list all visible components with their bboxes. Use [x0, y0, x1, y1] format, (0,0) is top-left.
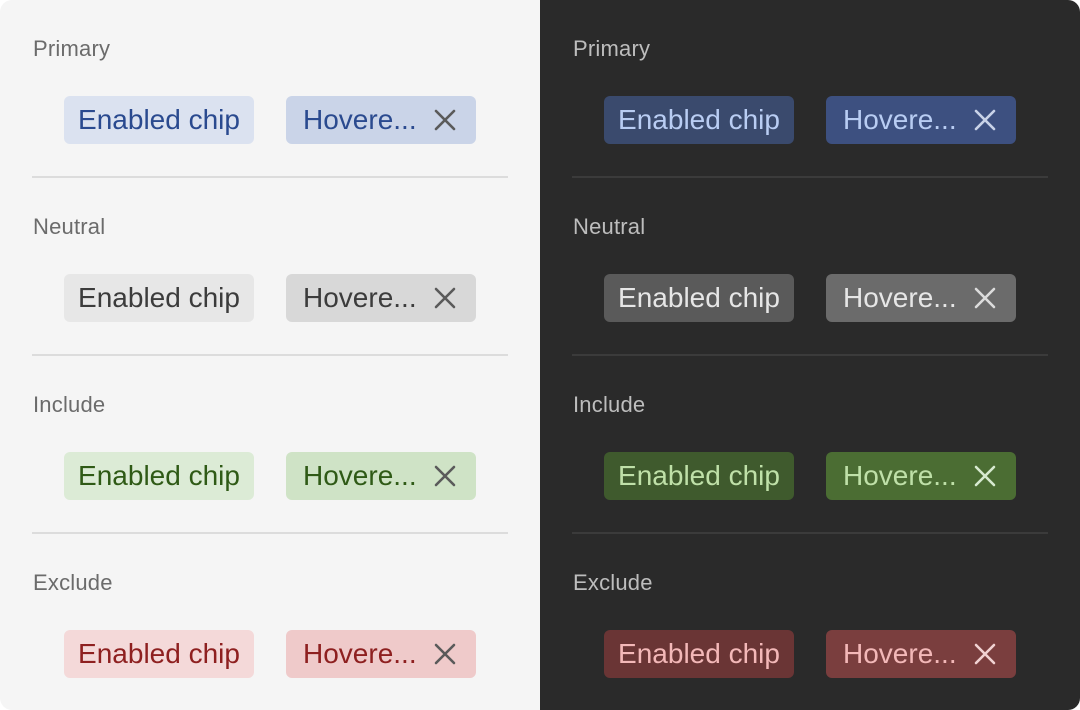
section-divider [32, 532, 508, 534]
chip-label: Enabled chip [78, 104, 240, 135]
section-title: Exclude [33, 570, 113, 595]
primary-hovered-chip[interactable]: Hovere... [826, 96, 1016, 144]
section-exclude: Exclude Enabled chip Hovere... [32, 534, 508, 710]
exclude-hovered-chip[interactable]: Hovere... [826, 630, 1016, 678]
section-title: Include [573, 392, 646, 417]
exclude-enabled-chip[interactable]: Enabled chip [64, 630, 254, 678]
chip-label: Hovere... [843, 460, 957, 491]
include-hovered-chip[interactable]: Hovere... [826, 452, 1016, 500]
section-include: Include Enabled chip Hovere... [32, 356, 508, 534]
close-icon[interactable] [434, 109, 456, 131]
chip-label: Hovere... [303, 104, 417, 135]
include-enabled-chip[interactable]: Enabled chip [604, 452, 794, 500]
neutral-enabled-chip[interactable]: Enabled chip [604, 274, 794, 322]
chip-label: Hovere... [843, 282, 957, 313]
section-title: Neutral [33, 214, 106, 239]
chip-label: Enabled chip [618, 104, 780, 135]
chip-label: Hovere... [843, 638, 957, 669]
close-icon[interactable] [434, 287, 456, 309]
chip-label: Hovere... [303, 282, 417, 313]
exclude-hovered-chip[interactable]: Hovere... [286, 630, 476, 678]
close-icon[interactable] [974, 643, 996, 665]
include-hovered-chip[interactable]: Hovere... [286, 452, 476, 500]
chip-label: Enabled chip [618, 282, 780, 313]
chip-label: Enabled chip [618, 638, 780, 669]
section-title: Neutral [573, 214, 646, 239]
light-theme-panel: Primary Enabled chip Hovere... Neutral E… [32, 0, 508, 710]
section-divider [32, 176, 508, 178]
neutral-hovered-chip[interactable]: Hovere... [826, 274, 1016, 322]
include-enabled-chip[interactable]: Enabled chip [64, 452, 254, 500]
section-neutral: Neutral Enabled chip Hovere... [572, 178, 1048, 356]
close-icon[interactable] [974, 465, 996, 487]
chip-label: Hovere... [303, 460, 417, 491]
neutral-enabled-chip[interactable]: Enabled chip [64, 274, 254, 322]
section-exclude: Exclude Enabled chip Hovere... [572, 534, 1048, 710]
primary-enabled-chip[interactable]: Enabled chip [64, 96, 254, 144]
close-icon[interactable] [434, 465, 456, 487]
primary-enabled-chip[interactable]: Enabled chip [604, 96, 794, 144]
section-title: Primary [573, 36, 651, 61]
chip-label: Enabled chip [78, 282, 240, 313]
dark-theme-panel: Primary Enabled chip Hovere... Neutral E… [540, 0, 1080, 710]
section-divider [572, 532, 1048, 534]
section-primary: Primary Enabled chip Hovere... [32, 0, 508, 178]
section-primary: Primary Enabled chip Hovere... [572, 0, 1048, 178]
close-icon[interactable] [434, 643, 456, 665]
close-icon[interactable] [974, 287, 996, 309]
section-title: Exclude [573, 570, 653, 595]
section-include: Include Enabled chip Hovere... [572, 356, 1048, 534]
section-title: Primary [33, 36, 111, 61]
section-neutral: Neutral Enabled chip Hovere... [32, 178, 508, 356]
exclude-enabled-chip[interactable]: Enabled chip [604, 630, 794, 678]
section-divider [572, 354, 1048, 356]
section-divider [572, 176, 1048, 178]
neutral-hovered-chip[interactable]: Hovere... [286, 274, 476, 322]
chip-label: Hovere... [303, 638, 417, 669]
primary-hovered-chip[interactable]: Hovere... [286, 96, 476, 144]
chip-label: Enabled chip [78, 460, 240, 491]
section-divider [32, 354, 508, 356]
chip-label: Hovere... [843, 104, 957, 135]
close-icon[interactable] [974, 109, 996, 131]
chip-label: Enabled chip [78, 638, 240, 669]
chip-label: Enabled chip [618, 460, 780, 491]
section-title: Include [33, 392, 106, 417]
